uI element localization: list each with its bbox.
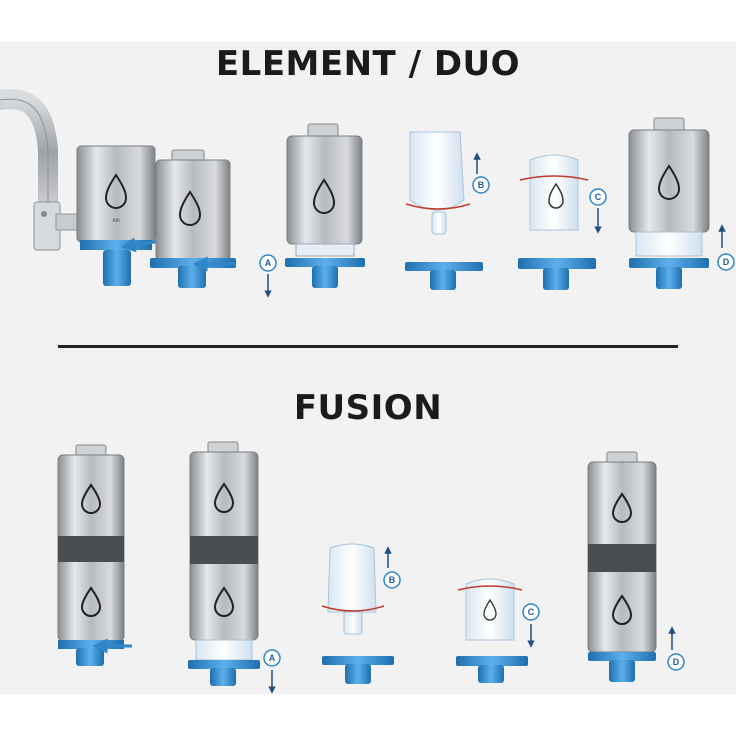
fusion-step-c-indicator: C	[522, 603, 540, 648]
filter-housing-second	[150, 149, 236, 288]
svg-text:A: A	[269, 653, 276, 663]
filter-housing-detached	[285, 123, 365, 288]
fusion-step-a-indicator: A	[263, 649, 281, 694]
fusion-step-d-indicator: D	[667, 626, 685, 671]
step-c-indicator: C	[589, 188, 607, 234]
step-d-indicator: D	[717, 224, 735, 271]
svg-text:B: B	[389, 575, 396, 585]
fusion-cartridge-insert	[456, 578, 528, 683]
filter-housing-mounted: Alb	[76, 145, 156, 286]
fusion-housing-mounted	[57, 444, 125, 666]
svg-text:C: C	[528, 607, 535, 617]
step-a-indicator: A	[259, 254, 277, 298]
filter-cartridge-removal	[405, 131, 483, 290]
filter-cartridge-insert	[518, 154, 596, 290]
fusion-step-b-indicator: B	[383, 546, 401, 589]
svg-text:B: B	[478, 180, 485, 190]
brand-mark: Alb	[112, 218, 119, 224]
section-title-element-duo: ELEMENT / DUO	[215, 44, 521, 84]
svg-text:D: D	[723, 257, 730, 267]
fusion-cartridge-removal	[321, 543, 394, 684]
step-b-indicator: B	[472, 152, 490, 194]
section-divider	[58, 345, 678, 348]
faucet-illustration	[0, 89, 81, 251]
filter-housing-assembled	[628, 117, 710, 289]
section-title-fusion: FUSION	[293, 388, 443, 428]
fusion-housing-assembled	[587, 451, 657, 682]
fusion-housing-detached	[188, 441, 260, 686]
svg-text:D: D	[673, 657, 680, 667]
svg-text:A: A	[265, 258, 272, 268]
svg-text:C: C	[595, 192, 602, 202]
